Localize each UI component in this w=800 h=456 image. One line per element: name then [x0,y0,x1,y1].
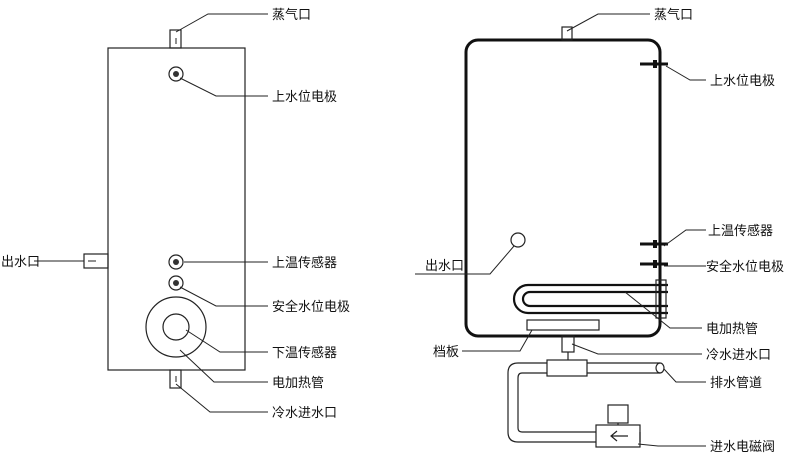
left-label-lower-temp-sensor: 下温传感器 [272,345,337,361]
left-label-upper-temp-sensor: 上温传感器 [272,255,337,271]
right-label-drain-pipe: 排水管道 [710,376,762,391]
right-upper-level-electrode [640,60,668,68]
right-baffle [526,319,600,331]
left-heating-element [145,296,207,358]
right-drain-pipe [587,362,665,374]
right-solenoid-valve [595,404,641,448]
right-heating-tube [512,279,668,319]
right-label-inlet-solenoid-valve: 进水电磁阀 [710,440,775,455]
right-label-water-outlet: 出水口 [425,259,464,274]
right-label-baffle: 档板 [433,345,459,360]
right-label-steam-outlet: 蒸气口 [654,7,693,23]
left-heater-front-view: 蒸气口 上水位电极 出水口 上温传感器 安全水位电极 下温传感器 电加热管 冷水… [1,7,350,421]
left-label-cold-water-inlet: 冷水进水口 [272,406,337,421]
right-water-outlet-port [510,232,526,248]
left-label-heating-tube: 电加热管 [272,376,324,391]
left-upper-temp-sensor [168,254,184,270]
left-label-upper-level-electrode: 上水位电极 [272,90,337,105]
right-upper-temp-sensor [640,240,668,248]
left-inlet-nozzle [169,369,182,389]
right-label-heating-tube: 电加热管 [706,322,758,337]
left-safety-level-electrode [168,275,184,291]
right-label-safety-level-electrode: 安全水位电极 [706,259,784,275]
right-heater-section-view: 蒸气口 上水位电极 上温传感器 出水口 安全水位电极 电加热管 档板 冷水进水口… [415,7,784,455]
right-label-upper-temp-sensor: 上温传感器 [708,223,773,239]
right-pipe-tee [546,359,588,377]
left-label-safety-level-electrode: 安全水位电极 [272,299,350,315]
right-safety-level-electrode [640,260,668,268]
left-upper-level-electrode [168,66,184,82]
left-steam-nozzle [169,29,182,49]
right-steam-nozzle [561,26,573,41]
right-label-upper-level-electrode: 上水位电极 [710,74,775,89]
right-label-cold-water-inlet: 冷水进水口 [706,348,771,363]
left-label-steam-outlet: 蒸气口 [272,7,311,23]
left-label-water-outlet: 出水口 [1,255,40,270]
right-inlet-loop-pipe [507,362,641,443]
